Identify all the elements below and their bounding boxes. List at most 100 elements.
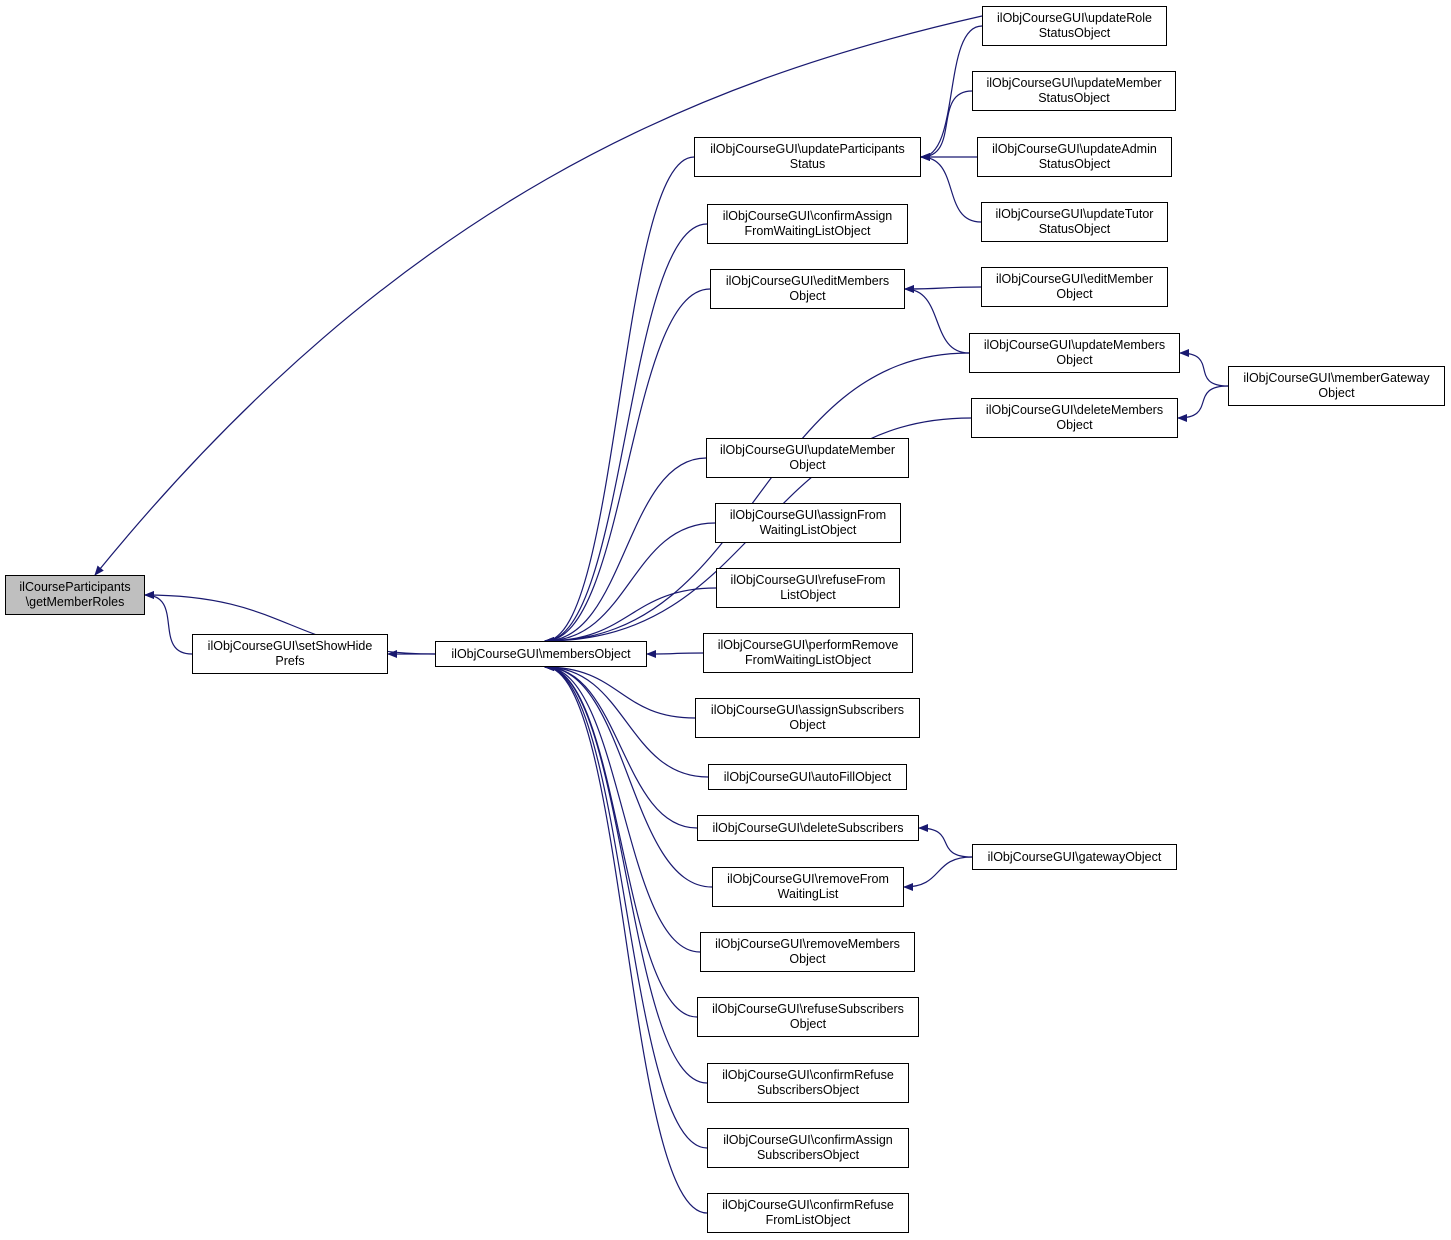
- node-label-line1: ilObjCourseGUI\refuseFrom: [730, 573, 886, 587]
- edge-refS-to-members: [544, 663, 698, 1018]
- node-label-line1: ilObjCourseGUI\updateMembers: [983, 338, 1166, 352]
- node-setshowhideprefs[interactable]: ilObjCourseGUI\setShowHide Prefs: [192, 634, 388, 674]
- node-label-line2: Object: [1056, 287, 1093, 301]
- edge-upRole-to-upStat: [920, 25, 983, 161]
- node-label-line1: ilObjCourseGUI\updateParticipants: [710, 142, 905, 156]
- node-label-line2: StatusObject: [1038, 26, 1111, 40]
- node-confirmassignsubscribersobject[interactable]: ilObjCourseGUI\confirmAssign Subscribers…: [707, 1128, 909, 1168]
- edge-upStat-to-members: [544, 156, 695, 645]
- node-label-line1: ilObjCourseGUI\deleteSubscribers: [712, 820, 904, 835]
- node-refusefromlistobject[interactable]: ilObjCourseGUI\refuseFrom ListObject: [716, 568, 900, 608]
- edge-confRF-to-members: [544, 663, 708, 1214]
- node-editmembersobject[interactable]: ilObjCourseGUI\editMembers Object: [710, 269, 905, 309]
- node-label-line2: SubscribersObject: [756, 1148, 860, 1162]
- node-membergatewayobject[interactable]: ilObjCourseGUI\memberGateway Object: [1228, 366, 1445, 406]
- node-updateadminstatusobject[interactable]: ilObjCourseGUI\updateAdmin StatusObject: [977, 137, 1172, 177]
- node-label-line2: FromWaitingListObject: [744, 224, 871, 238]
- edge-upRole-to-root: [94, 15, 983, 576]
- node-assignsubscribersobject[interactable]: ilObjCourseGUI\assignSubscribers Object: [695, 698, 920, 738]
- edge-memGw-to-delMs: [1177, 385, 1229, 422]
- node-gatewayobject[interactable]: ilObjCourseGUI\gatewayObject: [972, 844, 1177, 870]
- edge-gateway-to-remW: [903, 856, 973, 891]
- node-label-line1: ilObjCourseGUI\deleteMembers: [985, 403, 1164, 417]
- edge-remM-to-members: [544, 663, 701, 953]
- node-label-line1: ilObjCourseGUI\updateTutor: [995, 207, 1154, 221]
- node-label-line1: ilObjCourseGUI\removeFrom: [727, 872, 889, 886]
- node-label-line2: WaitingList: [777, 887, 839, 901]
- node-removefromwaitinglist[interactable]: ilObjCourseGUI\removeFrom WaitingList: [712, 867, 904, 907]
- node-label-line1: ilObjCourseGUI\confirmAssign: [723, 1133, 893, 1147]
- node-label-line1: ilObjCourseGUI\updateAdmin: [992, 142, 1157, 156]
- node-label-line2: Object: [789, 952, 826, 966]
- node-label-line2: SubscribersObject: [756, 1083, 860, 1097]
- node-label-line2: Object: [789, 289, 826, 303]
- node-updatemembersobject[interactable]: ilObjCourseGUI\updateMembers Object: [969, 333, 1180, 373]
- node-updatememberstatusobject[interactable]: ilObjCourseGUI\updateMember StatusObject: [972, 71, 1176, 111]
- node-label-line2: FromListObject: [765, 1213, 851, 1227]
- edge-upM-to-members: [544, 457, 707, 645]
- edge-upMs-to-members: [544, 352, 970, 645]
- node-editmemberobject[interactable]: ilObjCourseGUI\editMember Object: [981, 267, 1168, 307]
- node-label-line1: ilObjCourseGUI\removeMembers: [715, 937, 900, 951]
- edge-upMs-to-editMs: [904, 285, 970, 354]
- node-updatememberobject[interactable]: ilObjCourseGUI\updateMember Object: [706, 438, 909, 478]
- node-label-line1: ilObjCourseGUI\confirmRefuse: [722, 1198, 894, 1212]
- node-label-line2: WaitingListObject: [759, 523, 857, 537]
- node-label-line1: ilObjCourseGUI\memberGateway: [1243, 371, 1430, 385]
- node-label-line2: Prefs: [275, 654, 305, 668]
- edge-confAW-to-members: [544, 223, 708, 645]
- node-label-line1: ilObjCourseGUI\updateRole: [997, 11, 1152, 25]
- node-label-line2: Object: [789, 718, 826, 732]
- node-label-line1: ilObjCourseGUI\confirmRefuse: [722, 1068, 894, 1082]
- node-label-line2: ListObject: [780, 588, 836, 602]
- edge-editMs-to-members: [544, 288, 711, 645]
- node-refusesubscribersobject[interactable]: ilObjCourseGUI\refuseSubscribers Object: [697, 997, 919, 1037]
- node-label-line1: ilObjCourseGUI\updateMember: [986, 76, 1162, 90]
- edge-autoF-to-members: [544, 663, 709, 778]
- node-root-getmemberroles[interactable]: ilCourseParticipants \getMemberRoles: [5, 575, 145, 615]
- edge-assignW-to-members: [544, 522, 716, 645]
- edge-remW-to-members: [544, 663, 713, 888]
- node-label-line1: ilObjCourseGUI\assignSubscribers: [710, 703, 905, 717]
- node-label-line2: Object: [789, 1017, 827, 1031]
- edge-assignS-to-members: [544, 663, 696, 719]
- edge-confAS-to-members: [544, 663, 708, 1149]
- node-updatetutorstatusobject[interactable]: ilObjCourseGUI\updateTutor StatusObject: [981, 202, 1168, 242]
- edge-confRS-to-members: [544, 663, 708, 1084]
- node-membersobject[interactable]: ilObjCourseGUI\membersObject: [435, 641, 647, 667]
- node-confirmassignfromwaitinglistobject[interactable]: ilObjCourseGUI\confirmAssign FromWaiting…: [707, 204, 908, 244]
- node-assignfromwaitinglistobject[interactable]: ilObjCourseGUI\assignFrom WaitingListObj…: [715, 503, 901, 543]
- node-label-line1: ilObjCourseGUI\confirmAssign: [722, 209, 893, 223]
- node-label-line1: ilCourseParticipants: [19, 580, 131, 594]
- node-deletemembersobject[interactable]: ilObjCourseGUI\deleteMembers Object: [971, 398, 1178, 438]
- node-label-line2: Status: [789, 157, 826, 171]
- node-label-line2: StatusObject: [1038, 222, 1111, 236]
- edge-perfRem-to-members: [646, 649, 704, 658]
- node-label-line2: StatusObject: [1038, 91, 1110, 105]
- node-label-line1: ilObjCourseGUI\editMembers: [725, 274, 890, 288]
- node-label-line2: \getMemberRoles: [25, 595, 125, 609]
- node-updateparticipantsstatus[interactable]: ilObjCourseGUI\updateParticipants Status: [694, 137, 921, 177]
- edge-editM-to-editMs: [904, 284, 982, 293]
- edge-refuseL-to-members: [544, 587, 717, 645]
- node-label-line1: ilObjCourseGUI\setShowHide: [207, 639, 373, 653]
- node-label-line1: ilObjCourseGUI\refuseSubscribers: [712, 1002, 904, 1016]
- node-label-line2: StatusObject: [1038, 157, 1111, 171]
- node-label-line2: Object: [1318, 386, 1355, 400]
- node-performremovefromwaitinglistobject[interactable]: ilObjCourseGUI\performRemove FromWaiting…: [703, 633, 913, 673]
- node-confirmrefusefromlistobject[interactable]: ilObjCourseGUI\confirmRefuse FromListObj…: [707, 1193, 909, 1233]
- node-label-line1: ilObjCourseGUI\gatewayObject: [987, 849, 1162, 864]
- node-updaterolestatusobject[interactable]: ilObjCourseGUI\updateRole StatusObject: [982, 6, 1167, 46]
- node-autofillobject[interactable]: ilObjCourseGUI\autoFillObject: [708, 764, 907, 790]
- node-label-line2: Object: [1056, 353, 1093, 367]
- node-label-line1: ilObjCourseGUI\membersObject: [451, 646, 631, 661]
- edge-gateway-to-delS: [918, 824, 973, 858]
- edge-setShow-to-root: [144, 591, 193, 655]
- node-deletesubscribers[interactable]: ilObjCourseGUI\deleteSubscribers: [697, 815, 919, 841]
- node-label-line1: ilObjCourseGUI\autoFillObject: [723, 769, 892, 784]
- node-confirmrefusesubscribersobject[interactable]: ilObjCourseGUI\confirmRefuse Subscribers…: [707, 1063, 909, 1103]
- node-label-line1: ilObjCourseGUI\performRemove: [717, 638, 899, 652]
- node-removemembersobject[interactable]: ilObjCourseGUI\removeMembers Object: [700, 932, 915, 972]
- edge-upMemS-to-upStat: [920, 90, 973, 161]
